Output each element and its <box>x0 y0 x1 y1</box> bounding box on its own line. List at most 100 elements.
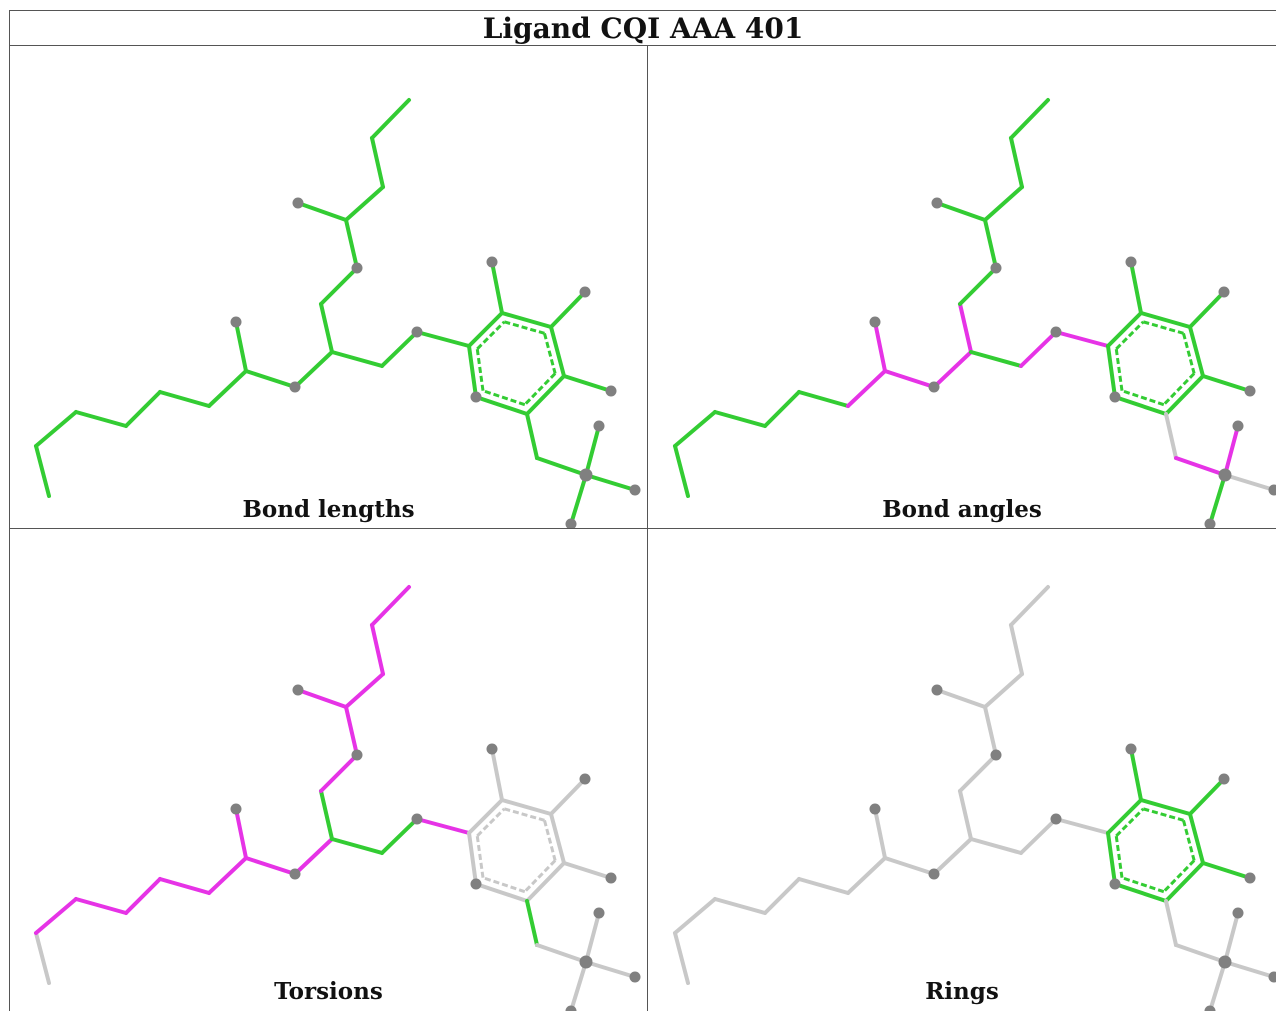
molecule-group <box>673 98 1276 528</box>
bond <box>935 201 987 222</box>
bond <box>1223 911 1240 964</box>
bond <box>883 856 936 876</box>
atom <box>990 262 1002 274</box>
aromatic-bond <box>476 320 506 350</box>
bond <box>1164 899 1178 947</box>
bond <box>983 705 998 757</box>
atom <box>1125 256 1137 268</box>
bond <box>467 311 504 348</box>
bond <box>873 807 887 860</box>
bond <box>1054 330 1110 348</box>
bond <box>797 877 850 895</box>
bond <box>525 861 566 903</box>
atom <box>470 878 482 890</box>
bond <box>549 777 587 816</box>
atom <box>1204 518 1216 528</box>
bond <box>158 877 211 895</box>
bond <box>1188 777 1226 816</box>
bond <box>958 789 973 841</box>
bond <box>584 911 601 964</box>
bond <box>525 412 539 460</box>
atom <box>565 518 577 528</box>
bond <box>1106 311 1143 348</box>
atom <box>593 420 605 432</box>
bond <box>330 837 384 855</box>
bond <box>1223 960 1276 979</box>
bond <box>883 369 936 389</box>
bond <box>535 943 588 964</box>
bond <box>763 390 801 428</box>
bond <box>474 395 529 416</box>
bond <box>330 350 384 368</box>
bond <box>932 837 973 876</box>
atom <box>351 262 363 274</box>
atom <box>931 197 943 209</box>
aromatic-bond <box>1115 320 1145 350</box>
atom <box>470 391 482 403</box>
aromatic-bond <box>523 859 557 893</box>
bond <box>1208 473 1227 526</box>
bond <box>525 374 566 416</box>
panel-label-bond-angles: Bond angles <box>882 496 1042 523</box>
aromatic-bond <box>1142 320 1184 335</box>
figure-title: Ligand CQI AAA 401 <box>9 10 1276 46</box>
atom <box>605 872 617 884</box>
molecule-group <box>34 98 641 528</box>
bond <box>1208 960 1227 1011</box>
atom <box>931 684 943 696</box>
bond <box>1188 325 1205 378</box>
atom <box>292 197 304 209</box>
bond <box>958 302 973 354</box>
bond <box>958 266 998 306</box>
atom <box>1218 286 1230 298</box>
bond <box>983 218 998 270</box>
bond <box>1009 136 1024 189</box>
bond <box>1106 798 1143 835</box>
aromatic-bond <box>1121 389 1165 407</box>
atom <box>629 971 641 983</box>
atom <box>1244 385 1256 397</box>
bond <box>958 753 998 793</box>
aromatic-bond <box>503 320 545 335</box>
aromatic-bond <box>1115 807 1145 837</box>
bond <box>673 897 717 935</box>
bond <box>525 899 539 947</box>
bond <box>234 320 248 373</box>
bond <box>1019 817 1058 855</box>
bond <box>207 856 248 895</box>
bond <box>244 369 297 389</box>
atom <box>1050 326 1062 338</box>
aromatic-bond <box>503 807 545 822</box>
atom <box>869 316 881 328</box>
aromatic-bond <box>482 389 526 407</box>
panel-rings: Rings <box>648 528 1276 1011</box>
bond <box>370 623 385 676</box>
atom <box>593 907 605 919</box>
bond <box>935 688 987 709</box>
bond <box>370 136 385 189</box>
atom <box>928 868 940 880</box>
bond <box>873 320 887 373</box>
atom <box>1125 743 1137 755</box>
bond <box>124 390 162 428</box>
bond <box>846 856 887 895</box>
atom <box>230 316 242 328</box>
aromatic-bond <box>1142 807 1184 822</box>
bond <box>983 185 1024 222</box>
bond <box>535 456 588 477</box>
bond <box>1129 260 1143 315</box>
bond <box>1223 473 1276 492</box>
bond <box>797 390 850 408</box>
panel-torsions: Torsions <box>9 528 648 1011</box>
bond <box>467 831 478 886</box>
bond <box>713 897 767 915</box>
bond <box>344 185 385 222</box>
bond <box>1113 395 1168 416</box>
bond <box>1106 344 1117 399</box>
bond <box>415 330 471 348</box>
atom <box>1218 955 1232 969</box>
bond <box>673 410 717 448</box>
atom <box>1109 391 1121 403</box>
bond <box>319 753 359 793</box>
bond <box>1009 585 1050 627</box>
